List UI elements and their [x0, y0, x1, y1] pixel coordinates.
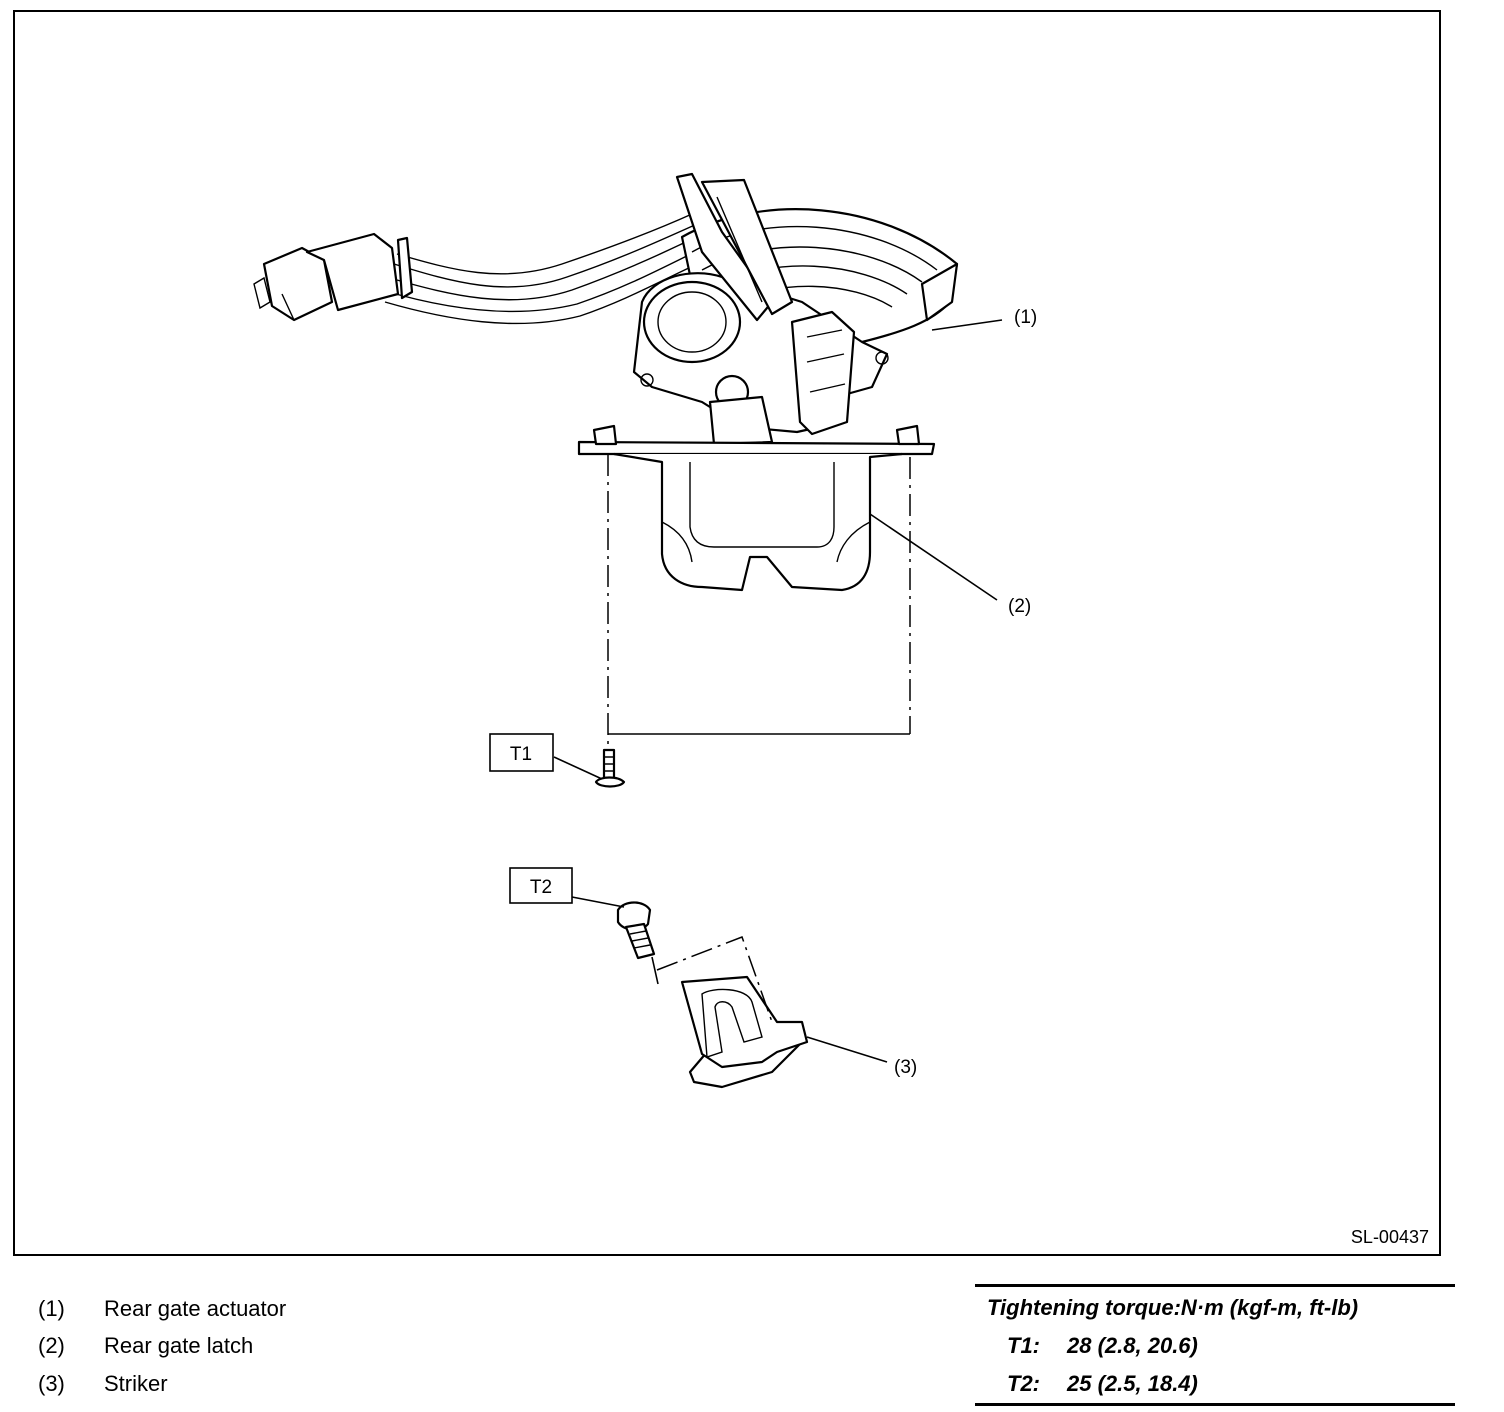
legend-number: (3)	[38, 1370, 65, 1396]
tag-t1-label: T1	[510, 744, 532, 765]
callout-leader-1	[931, 319, 1003, 331]
legend-name: Striker	[104, 1370, 168, 1396]
alignment-lines	[607, 454, 911, 747]
legend-number: (2)	[38, 1333, 65, 1359]
torque-top-rule	[975, 1284, 1455, 1287]
rear-gate-latch	[577, 424, 936, 592]
callout-leader-2	[869, 513, 998, 601]
callout-1: (1)	[1014, 307, 1037, 328]
callout-3: (3)	[894, 1057, 917, 1078]
legend-item: (2) Rear gate latch	[38, 1328, 286, 1366]
tag-t1-leader	[553, 756, 603, 780]
legend-item: (3) Striker	[38, 1365, 286, 1403]
torque-row: T1: 28 (2.8, 20.6)	[975, 1327, 1455, 1365]
torque-table: Tightening torque:N·m (kgf-m, ft-lb) T1:…	[975, 1284, 1455, 1406]
tag-t2-box	[509, 867, 573, 904]
tag-t2-leader	[571, 896, 625, 908]
exploded-view-drawing: (1) (2) (3) T1 T2	[253, 172, 1037, 1089]
torque-title: Tightening torque:N·m (kgf-m, ft-lb)	[987, 1295, 1359, 1320]
callout-2: (2)	[1008, 596, 1031, 617]
tag-t1-box	[489, 733, 554, 772]
legend-item: (1) Rear gate actuator	[38, 1290, 286, 1328]
exploded-view-figure: (1) (2) (3) T1 T2 SL-00437	[13, 10, 1441, 1256]
parts-legend: (1) Rear gate actuator (2) Rear gate lat…	[38, 1290, 286, 1403]
torque-bottom-rule	[975, 1403, 1455, 1406]
callout-leader-3	[806, 1036, 888, 1063]
bolt-t1	[594, 748, 626, 788]
torque-row: T2: 25 (2.5, 18.4)	[975, 1365, 1455, 1403]
torque-value: 25 (2.5, 18.4)	[1067, 1371, 1198, 1396]
torque-key: T2:	[1007, 1371, 1040, 1396]
torque-key: T1:	[1007, 1333, 1040, 1358]
legend-name: Rear gate latch	[104, 1333, 254, 1359]
rear-gate-actuator	[253, 172, 959, 446]
figure-id: SL-00437	[1350, 1227, 1429, 1247]
tag-t2-label: T2	[530, 877, 552, 898]
striker	[616, 901, 809, 1089]
legend-number: (1)	[38, 1295, 65, 1321]
torque-value: 28 (2.8, 20.6)	[1067, 1333, 1198, 1358]
legend-name: Rear gate actuator	[104, 1295, 287, 1321]
